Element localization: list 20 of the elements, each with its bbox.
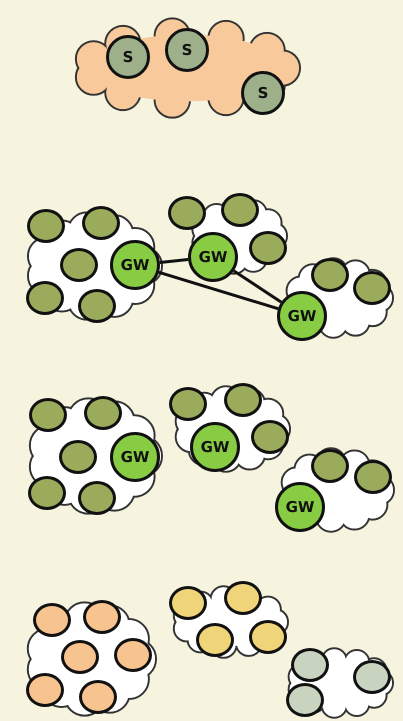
node-circle — [286, 683, 324, 717]
node-label: S — [122, 50, 134, 64]
node-label: GW — [286, 500, 314, 514]
node-label: GW — [288, 308, 316, 324]
node-label: GW — [120, 258, 150, 272]
node-circle — [221, 193, 259, 227]
node-label: GW — [200, 440, 230, 454]
node-label: GW — [198, 250, 228, 264]
node-circle — [188, 232, 238, 282]
node-circle — [169, 586, 207, 620]
node-circle — [27, 209, 65, 243]
node-circle — [277, 291, 327, 341]
node-label: GW — [120, 450, 150, 464]
node-circle — [168, 196, 206, 230]
connector-line — [158, 270, 279, 310]
node-label: S — [182, 42, 192, 58]
node-circle — [169, 387, 207, 421]
connector-line — [160, 258, 188, 264]
node-label: S — [258, 86, 268, 100]
node-circle — [275, 482, 325, 532]
